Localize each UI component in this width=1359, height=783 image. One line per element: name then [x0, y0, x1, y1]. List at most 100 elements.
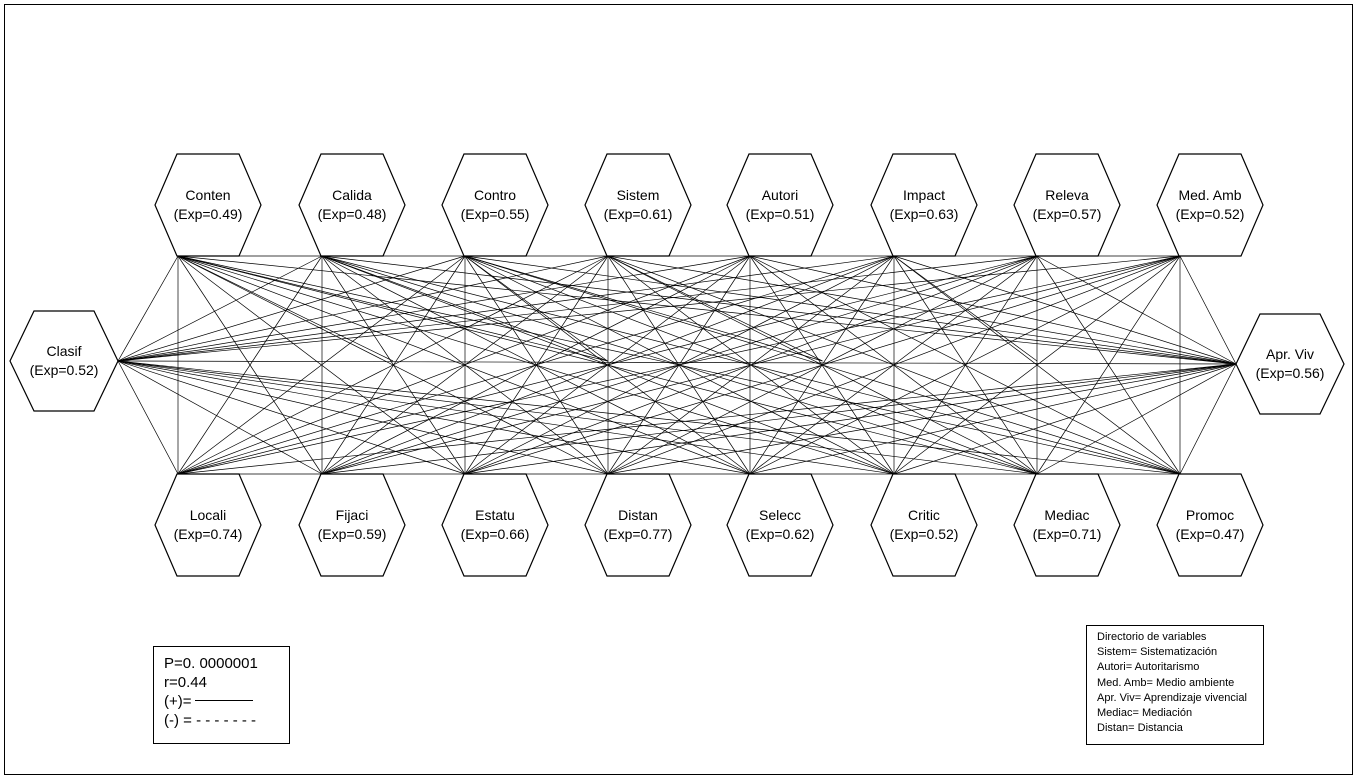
edge-line [749, 363, 1237, 475]
edge-line [893, 255, 1237, 365]
diagram-frame [4, 4, 1353, 775]
node-name: Conten [185, 187, 230, 203]
node-distan: Distan (Exp=0.77) [584, 473, 692, 577]
edge-line [607, 255, 1237, 365]
node-clasif: Clasif(Exp=0.52) [9, 310, 119, 412]
edge-line [117, 360, 323, 475]
node-exp-value: (Exp=0.48) [318, 206, 387, 222]
edge-line [607, 255, 1181, 475]
edge-line [1036, 255, 1181, 475]
node-calida: Calida(Exp=0.48) [298, 153, 406, 257]
edge-line [117, 255, 1038, 362]
r-value: r=0.44 [164, 674, 207, 691]
node-fijaci: Fijaci (Exp=0.59) [298, 473, 406, 577]
node-apr-viv: Apr. Viv(Exp=0.56) [1235, 313, 1345, 415]
hexagon-shape [441, 153, 549, 257]
edge-line [321, 363, 1237, 475]
directory-item: Med. Amb= Medio ambiente [1097, 676, 1235, 689]
node-exp-value: (Exp=0.74) [174, 526, 243, 542]
directory-item: Distan= Distancia [1097, 722, 1183, 735]
hexagon-shape [870, 473, 978, 577]
node-name: Estatu [475, 507, 515, 523]
edge-line [1179, 255, 1237, 365]
node-exp-value: (Exp=0.71) [1033, 526, 1102, 542]
node-name: Locali [190, 507, 227, 523]
node-critic: Critic (Exp=0.52) [870, 473, 978, 577]
hexagon-shape [1013, 153, 1121, 257]
edge-line [177, 255, 1038, 475]
edge-line [749, 255, 1237, 365]
edges-group [117, 255, 1237, 475]
edge-line [117, 255, 323, 362]
edge-line [117, 360, 1038, 475]
edge-line [177, 255, 609, 475]
edge-line [177, 255, 608, 362]
hexagon-shape [441, 473, 549, 577]
edge-line [117, 255, 751, 362]
node-name: Sistem [617, 187, 660, 203]
negative-legend: (-) = - - - - - - - [164, 712, 257, 729]
node-name: Mediac [1044, 507, 1089, 523]
edge-line [607, 255, 823, 362]
edge-line [321, 255, 1237, 365]
edge-line [321, 255, 609, 362]
positive-legend: (+)= [164, 692, 289, 711]
hexagon-shape [1013, 473, 1121, 577]
edge-line [607, 363, 1237, 475]
hexagon-shape [9, 310, 119, 412]
node-exp-value: (Exp=0.52) [890, 526, 959, 542]
edge-line [117, 360, 1181, 475]
node-name: Contro [474, 187, 516, 203]
node-name: Med. Amb [1178, 187, 1241, 203]
edge-line [177, 255, 323, 475]
node-releva: Releva(Exp=0.57) [1013, 153, 1121, 257]
edge-line [464, 255, 1237, 365]
node-name: Critic [908, 507, 940, 523]
edge-line [177, 255, 751, 475]
edge-line [177, 255, 895, 475]
node-conten: Conten(Exp=0.49) [154, 153, 262, 257]
stats-legend: P=0. 0000001 r=0.44 (+)= (-) = - - - - -… [153, 646, 290, 744]
node-exp-value: (Exp=0.55) [461, 206, 530, 222]
node-estatu: Estatu (Exp=0.66) [441, 473, 549, 577]
hexagon-shape [1156, 473, 1264, 577]
node-exp-value: (Exp=0.51) [746, 206, 815, 222]
directory-item: Mediac= Mediación [1097, 707, 1193, 720]
hexagon-shape [584, 153, 692, 257]
edge-line [117, 255, 895, 362]
node-promoc: Promoc(Exp=0.47) [1156, 473, 1264, 577]
hexagon-shape [726, 153, 834, 257]
directory-item: Autori= Autoritarismo [1097, 661, 1200, 674]
node-name: Fijaci [336, 507, 369, 523]
node-exp-value: (Exp=0.47) [1176, 526, 1245, 542]
positive-label: (+)= [164, 693, 192, 710]
node-exp-value: (Exp=0.59) [318, 526, 387, 542]
edge-line [749, 255, 1181, 475]
edge-line [464, 255, 608, 362]
edge-line [321, 255, 609, 475]
edge-line [177, 255, 1237, 365]
node-exp-value: (Exp=0.77) [604, 526, 673, 542]
hexagon-shape [154, 153, 262, 257]
node-name: Apr. Viv [1266, 346, 1314, 362]
hexagon-shape [298, 153, 406, 257]
node-exp-value: (Exp=0.66) [461, 526, 530, 542]
node-exp-value: (Exp=0.52) [1176, 206, 1245, 222]
hexagon-shape [298, 473, 406, 577]
hexagon-shape [584, 473, 692, 577]
hexagon-shape [154, 473, 262, 577]
edge-line [893, 363, 1237, 475]
edge-line [177, 255, 394, 362]
edge-line [117, 255, 609, 362]
hexagon-shape [1235, 313, 1345, 415]
node-name: Distan [618, 507, 658, 523]
node-sistem: Sistem(Exp=0.61) [584, 153, 692, 257]
node-exp-value: (Exp=0.57) [1033, 206, 1102, 222]
edge-line [117, 360, 179, 475]
node-impact: Impact(Exp=0.63) [870, 153, 978, 257]
hexagon-shape [1156, 153, 1264, 257]
directory-item: Sistem= Sistematización [1097, 646, 1218, 659]
edge-line [117, 360, 466, 475]
node-exp-value: (Exp=0.63) [890, 206, 959, 222]
